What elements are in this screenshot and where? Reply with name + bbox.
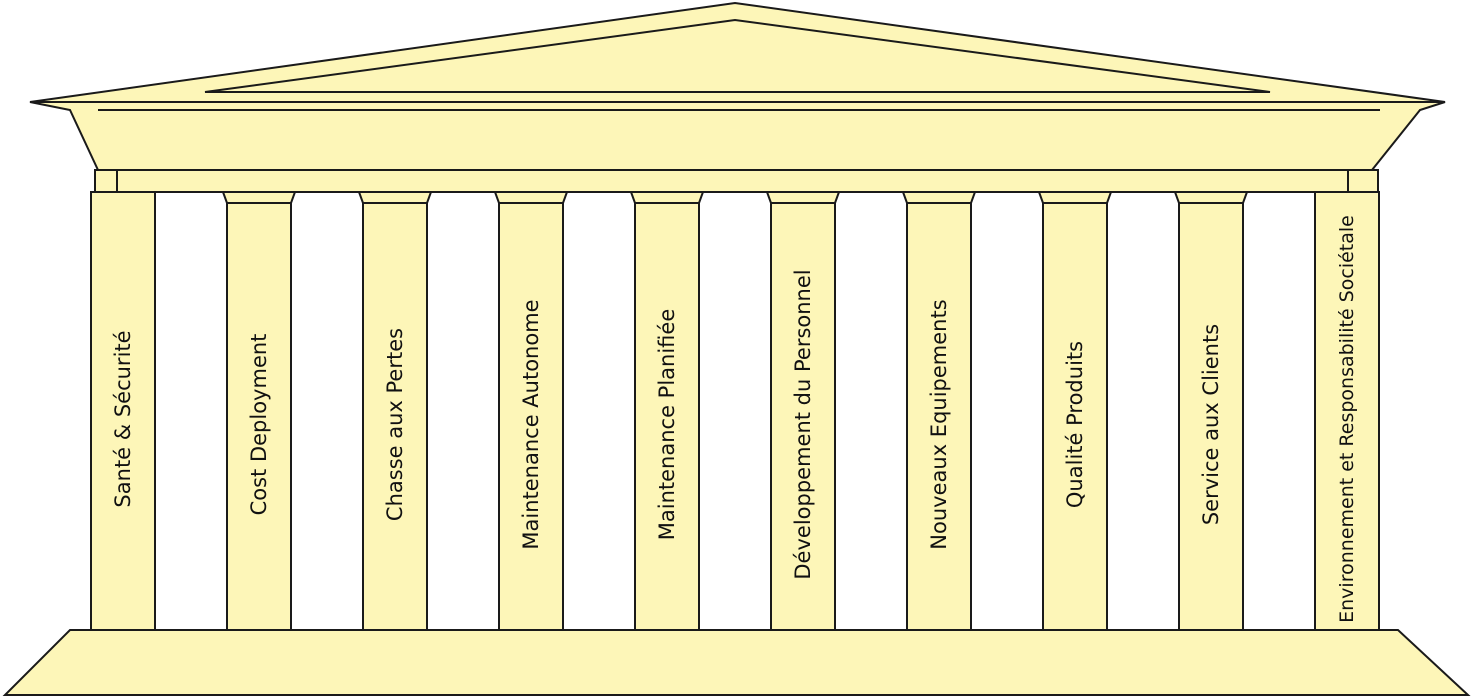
pillar-capital — [765, 191, 841, 204]
architrave-right-cap — [1347, 169, 1379, 193]
pillar-label: Maintenance Planifiée — [655, 309, 679, 541]
pillar-label: Santé & Sécurité — [111, 330, 135, 507]
pillar-capital — [221, 191, 297, 204]
pillar-shaft — [362, 202, 428, 631]
pediment-inner-triangle — [204, 18, 1271, 93]
pillar-label: Service aux Clients — [1199, 324, 1223, 525]
entablature — [29, 101, 1446, 171]
pillar-shaft — [1314, 191, 1380, 631]
pillar-capital — [1173, 191, 1249, 204]
pillar-capital — [901, 191, 977, 204]
pillar-shaft — [906, 202, 972, 631]
pillar-label: Environnement et Responsabilité Sociétal… — [1336, 215, 1358, 623]
pillar-label: Cost Deployment — [247, 334, 271, 516]
pillar-shaft — [498, 202, 564, 631]
architrave-left-cap — [94, 169, 118, 193]
pillar-label: Maintenance Autonome — [519, 299, 543, 549]
pillar-capital — [357, 191, 433, 204]
architrave — [94, 169, 1379, 193]
pillar-shaft — [770, 202, 836, 631]
pillar-shaft — [1042, 202, 1108, 631]
pillar-shaft — [634, 202, 700, 631]
pillar-label: Développement du Personnel — [791, 269, 815, 579]
pillar-label: Chasse aux Pertes — [383, 328, 407, 521]
pillar-label: Qualité Produits — [1063, 341, 1087, 508]
pillar-shaft — [90, 191, 156, 631]
pillar-shaft — [1178, 202, 1244, 631]
pillars-group: Santé & Sécurité Cost Deployment Chasse au… — [90, 191, 1380, 631]
pillar-capital — [629, 191, 705, 204]
pillar-label: Nouveaux Equipements — [927, 299, 951, 549]
temple-base — [2, 629, 1471, 696]
pillar-capital — [1037, 191, 1113, 204]
pillar-capital — [493, 191, 569, 204]
